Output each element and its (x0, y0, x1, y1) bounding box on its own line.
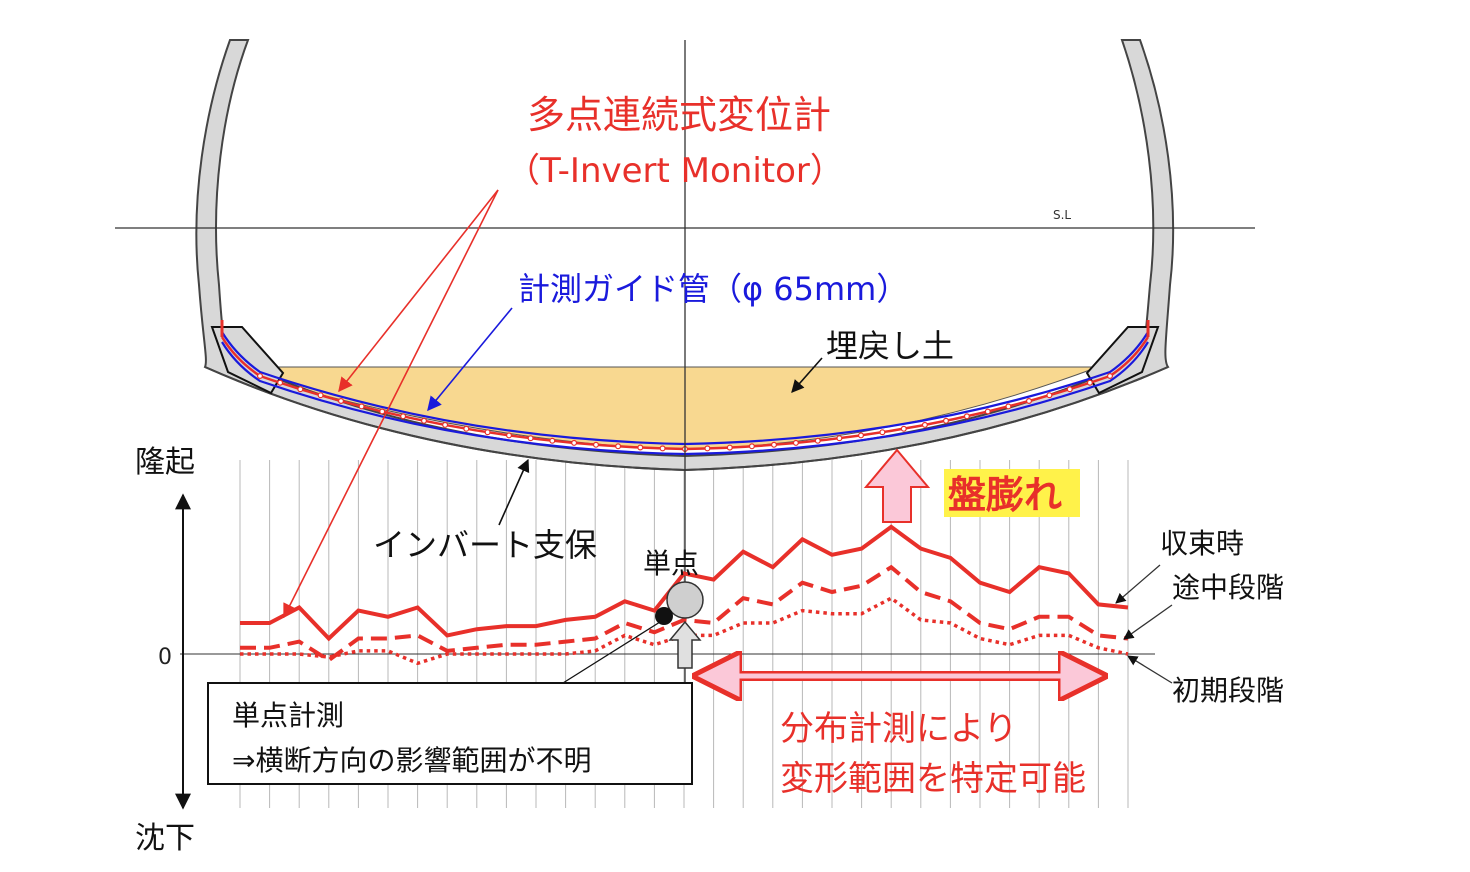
sensor-point (1106, 373, 1113, 380)
legend-converged-arrow (1115, 564, 1161, 604)
distributed-note-line1: 分布計測により (780, 709, 1017, 749)
sensor-point (637, 444, 644, 451)
sensor-point (921, 421, 928, 428)
sensor-point (592, 441, 599, 448)
heave-highlight (944, 469, 1080, 517)
title-arrow-to-sensor (338, 189, 499, 393)
single-point-up-arrow (668, 620, 702, 669)
sensor-point (615, 443, 622, 450)
title-main: 多点連続式変位計 (527, 93, 831, 137)
heave-arrow (863, 448, 931, 523)
invert-support-arrow (498, 458, 530, 526)
sensor-point (659, 445, 666, 452)
sensor-point (442, 421, 449, 428)
sensor-point (814, 437, 821, 444)
zero-label: 0 (158, 645, 172, 670)
sensor-point (297, 386, 304, 393)
legend-converged: 収束時 (1160, 527, 1244, 560)
sensor-point (704, 445, 711, 452)
title-arrow-to-graph (283, 189, 499, 619)
sensor-point (942, 417, 949, 424)
sensor-point (963, 413, 970, 420)
backfill-label: 埋戻し土 (826, 327, 954, 365)
single-point-leader (562, 621, 661, 684)
single-point-gauge (666, 581, 704, 619)
single-point-marker (655, 607, 673, 625)
line-converged (240, 524, 1129, 642)
sensor-point (1066, 386, 1073, 393)
sensor-point (549, 437, 556, 444)
legend-initial: 初期段階 (1172, 674, 1284, 707)
sensor-point (506, 432, 513, 439)
sensor-point (792, 439, 799, 446)
legend-intermediate: 途中段階 (1172, 571, 1284, 604)
sensor-point (1025, 398, 1032, 405)
single-point-note-line2: ⇒横断方向の影響範囲が不明 (232, 744, 591, 777)
sensor-point (317, 392, 324, 399)
sensor-point (421, 417, 428, 424)
guide-pipe-arrow (427, 307, 513, 412)
sensor-point (379, 408, 386, 415)
sensor-point (358, 403, 365, 410)
sensor-point (463, 425, 470, 432)
sensor-point (879, 429, 886, 436)
backfill-arrow (791, 357, 823, 393)
distributed-note-line2: 変形範囲を特定可能 (780, 759, 1086, 799)
heave-label: 盤膨れ (948, 473, 1062, 517)
sensor-point (900, 425, 907, 432)
title-sub: （T-Invert Monitor） (506, 151, 844, 191)
guide-pipe-label: 計測ガイド管（φ 65mm） (518, 270, 908, 308)
line-intermediate (240, 564, 1129, 663)
sensor-point (726, 444, 733, 451)
settlement-label: 沈下 (135, 821, 195, 856)
sensor-point (277, 379, 284, 386)
sensor-point (338, 398, 345, 405)
sensor-point (257, 373, 264, 380)
sensor-point (1086, 379, 1093, 386)
single-point-note-line1: 単点計測 (232, 699, 344, 732)
sensor-point (984, 408, 991, 415)
sensor-point (748, 443, 755, 450)
single-point-label: 単点 (643, 547, 699, 580)
sensor-point (836, 435, 843, 442)
sensor-point (400, 413, 407, 420)
single-point-note-box (207, 682, 693, 785)
sensor-point (1005, 403, 1012, 410)
uplift-label: 隆起 (135, 445, 195, 480)
sensor-point (857, 432, 864, 439)
legend-initial-arrow (1127, 655, 1173, 684)
sensor-point (527, 435, 534, 442)
invert-support-label: インバート支保 (373, 526, 597, 564)
sensor-point (571, 439, 578, 446)
sensor-points (257, 373, 1113, 453)
sensor-point (484, 429, 491, 436)
sensor-point (1046, 392, 1053, 399)
legend-intermediate-arrow (1123, 604, 1173, 640)
springline-label: S.L (1053, 208, 1071, 222)
sensor-point (770, 441, 777, 448)
